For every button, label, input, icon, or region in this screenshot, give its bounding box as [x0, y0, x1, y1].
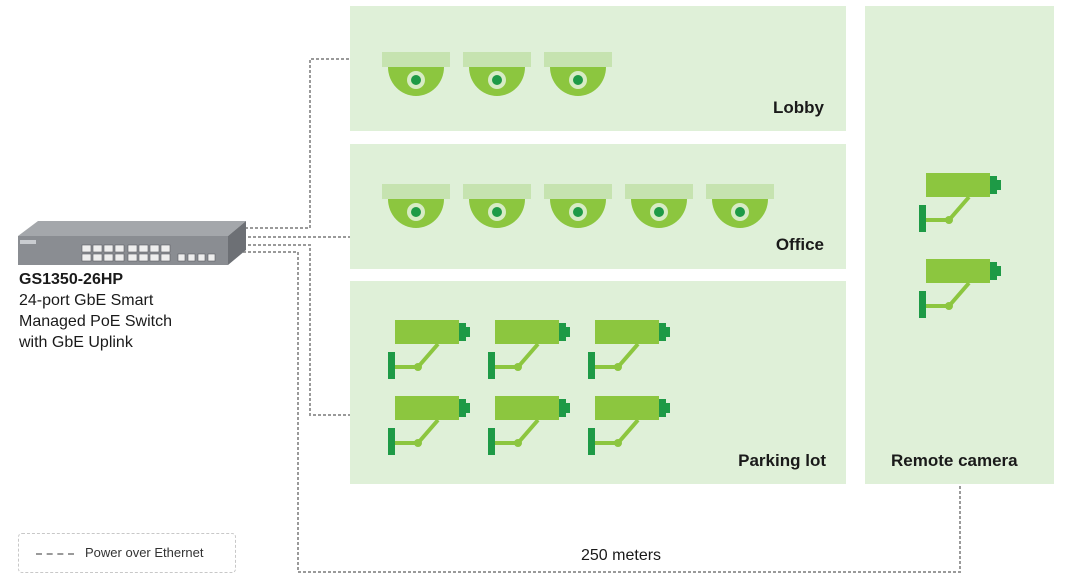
bullet-camera-icon [388, 320, 470, 379]
bullet-camera-icon [919, 259, 1001, 318]
switch-description-line-3: with GbE Uplink [19, 334, 133, 351]
dome-camera-icon [463, 184, 531, 228]
bullet-camera-icon [488, 320, 570, 379]
bullet-camera-icon [919, 173, 1001, 232]
dome-camera-icon [706, 184, 774, 228]
poe-switch-icon [18, 221, 246, 265]
legend: Power over Ethernet [18, 533, 236, 573]
zone-label-lobby: Lobby [773, 98, 824, 117]
zone-label-remote-camera: Remote camera [891, 451, 1018, 470]
switch-model: GS1350-26HP [19, 271, 124, 288]
zone-remote-camera: Remote camera [865, 6, 1054, 484]
legend-label: Power over Ethernet [85, 545, 204, 560]
wire-to-remote-camera [243, 251, 961, 573]
dome-camera-icon [463, 52, 531, 96]
dome-camera-icon [544, 184, 612, 228]
bullet-camera-icon [588, 396, 670, 455]
dome-camera-icon [382, 184, 450, 228]
wire-to-lobby [240, 58, 350, 229]
zone-label-parking-lot: Parking lot [738, 451, 826, 470]
bullet-camera-icon [388, 396, 470, 455]
distance-label: 250 meters [581, 547, 662, 564]
zone-parking-lot: Parking lot [350, 281, 846, 484]
switch-description-line-2: Managed PoE Switch [19, 313, 172, 330]
legend-dashed-line-icon [36, 553, 74, 555]
dome-camera-icon [382, 52, 450, 96]
bullet-camera-icon [588, 320, 670, 379]
switch-description-line-1: 24-port GbE Smart [19, 292, 154, 309]
dome-camera-icon [544, 52, 612, 96]
wire-to-parking-lot [243, 244, 350, 416]
bullet-camera-icon [488, 396, 570, 455]
zone-label-office: Office [775, 235, 824, 254]
dome-camera-icon [625, 184, 693, 228]
